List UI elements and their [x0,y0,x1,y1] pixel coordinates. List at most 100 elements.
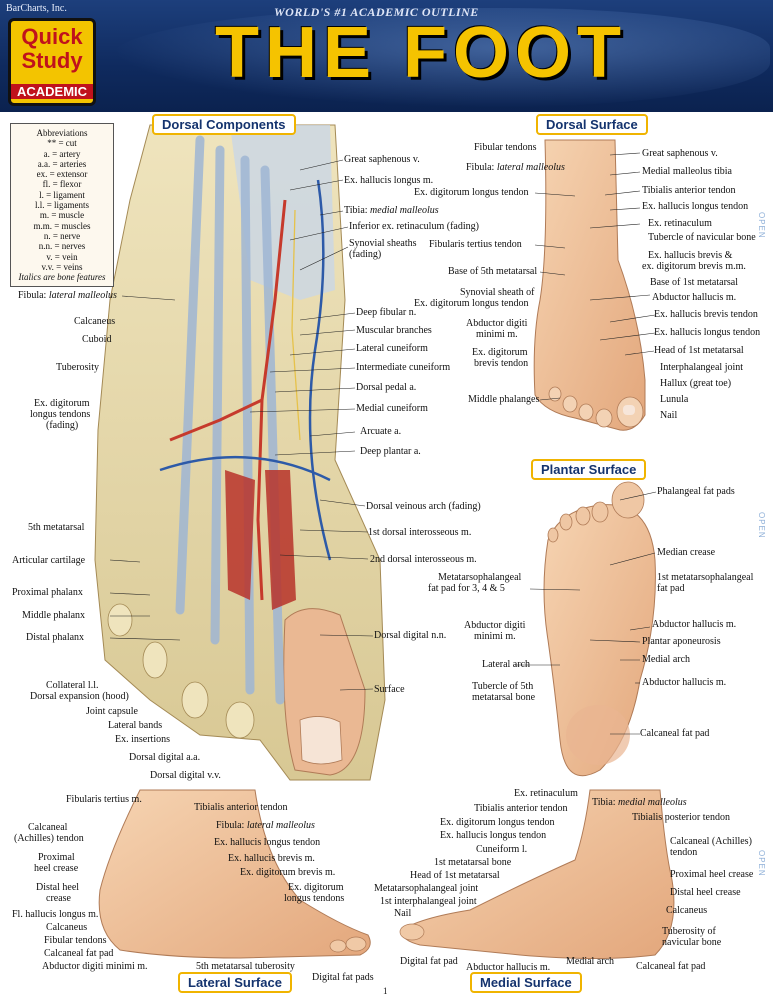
label-abductor-digiti-2: minimi m. [476,329,518,340]
label-synovial-sheath-2: Ex. digitorum longus tendon [414,298,529,309]
label-dorsal-digital-aa: Dorsal digital a.a. [129,752,201,763]
label-collateral-ll: Collateral l.l. [46,680,99,691]
lateral-surface-illustration [98,789,371,959]
label-medial-malleolus-tibia: Medial malleolus tibia [642,166,732,177]
label-lunula: Lunula [660,394,689,405]
dorsal-components-illustration [94,124,386,781]
label-fibula-lateral-malleolus: Fibula: lateral malleolus [466,162,565,173]
label-tuberosity: Tuberosity [56,362,99,373]
medial-surface-illustration [399,789,675,959]
label-mtp-fat-pad-1: Metatarsophalangeal [438,572,522,583]
label-first-mtp-1: 1st metatarsophalangeal [657,572,754,583]
label-arcuate: Arcuate a. [360,426,402,437]
label-fibular-tendons: Fibular tendons [474,142,537,153]
abbreviation-item: m. = muscle [39,210,85,221]
abbreviations-title: Abbreviations [36,128,88,138]
label-nail: Nail [660,410,678,421]
abbreviation-item: a.a. = arteries [37,158,87,169]
label-joint-capsule: Joint capsule [86,706,138,717]
label-first-mtp-2: fat pad [657,583,685,594]
label-distal-phalanx: Distal phalanx [26,632,85,643]
label-tuberosity-nav-1: Tuberosity of [662,926,716,937]
logo-subtext: ACADEMIC [11,84,93,99]
label-ex-hallucis-brevis-tendon: Ex. hallucis brevis tendon [654,309,758,320]
label-ex-retinaculum: Ex. retinaculum [648,218,712,229]
label-tubercle-5th-1: Tubercle of 5th [472,681,534,692]
dorsal-surface-illustration [533,139,646,431]
label-bone-feature: lateral malleolus [246,820,315,831]
panel-title-dorsal-surface: Dorsal Surface [536,114,648,135]
label-dorsal-digital-vv: Dorsal digital v.v. [150,770,221,781]
label-prefix: Fibula: [466,162,497,173]
label-calcaneus: Calcaneus [46,922,88,933]
label-prefix: Fibula: [216,820,247,831]
label-mtp-fat-pad-2: fat pad for 3, 4 & 5 [428,583,505,594]
label-lateral-arch: Lateral arch [482,659,531,670]
label-interphalangeal: Interphalangeal joint [660,362,744,373]
label-abductor-hallucis-2: Abductor hallucis m. [642,677,727,688]
abbreviation-item: n. = nerve [43,230,81,241]
side-tab-open: OPEN [757,212,766,239]
abbreviation-item: fl. = flexor [42,179,82,190]
label-phalangeal-fat-pads: Phalangeal fat pads [657,486,735,497]
abbreviation-item: ex. = extensor [36,169,88,180]
label-ex-digitorum-longus-2: longus tendons [30,409,91,420]
label-lateral-cuneiform: Lateral cuneiform [356,343,428,354]
label-ex-digitorum-brevis-1: Ex. digitorum [472,347,528,358]
label-calcaneal-fat-pad: Calcaneal fat pad [44,948,114,959]
side-tab-open: OPEN [757,512,766,539]
label-mtp-joint: Metatarsophalangeal joint [374,883,479,894]
panel-title-dorsal-components: Dorsal Components [152,114,296,135]
abbreviation-item: v.v. = veins [41,261,83,272]
label-ex-digitorum-longus-2: longus tendons [284,893,345,904]
label-bone-feature: lateral malleolus [496,162,565,173]
label-great-saphenous: Great saphenous v. [642,148,718,159]
foot-x-ray-background [110,8,770,108]
label-muscular-branches: Muscular branches [356,325,432,336]
label-fibularis-tertius: Fibularis tertius tendon [429,239,522,250]
header-banner [0,0,773,112]
label-great-saphenous: Great saphenous v. [344,154,420,165]
label-nail: Nail [394,908,412,919]
label-ex-hallucis-longus-tendon: Ex. hallucis longus tendon [642,201,749,212]
panel-title-plantar-surface: Plantar Surface [531,459,647,480]
label-calcaneus: Calcaneus [74,316,116,327]
label-ex-hallucis-longus-tendon: Ex. hallucis longus tendon [214,837,321,848]
label-tibia-medial-malleolus: Tibia: medial malleolus [592,797,687,808]
label-calcaneal-2: tendon [670,847,698,858]
label-hallux: Hallux (great toe) [660,378,732,389]
label-abductor-digiti-2: minimi m. [474,631,516,642]
quick-study-logo: Quick Study ACADEMIC [8,18,96,106]
page-title: THE FOOT [215,13,627,93]
abbreviations-note: Italics are bone features [18,272,106,283]
abbreviations-box: Abbreviations ** = cut a. = artery a.a. … [10,123,114,288]
page-number: 1 [383,986,388,996]
label-ex-insertions: Ex. insertions [115,734,170,745]
label-calcaneal-fat-pad: Calcaneal fat pad [636,961,706,972]
label-abductor-digiti-1: Abductor digiti [466,318,528,329]
label-head-1st: Head of 1st metatarsal [654,345,744,356]
label-calcaneal-2: (Achilles) tendon [14,833,84,844]
label-fifth-metatarsal-tuberosity: 5th metatarsal tuberosity [196,961,295,972]
label-lateral-bands: Lateral bands [108,720,163,731]
label-tibialis-anterior-tendon: Tibialis anterior tendon [194,802,288,813]
abbreviation-item: v. = vein [46,251,78,262]
label-median-crease: Median crease [657,547,716,558]
abbreviation-item: a. = artery [43,148,81,159]
label-medial-arch: Medial arch [566,956,615,967]
panel-title-medial-surface: Medial Surface [470,972,582,993]
label-digital-fat-pad: Digital fat pad [400,956,458,967]
label-deep-fibular: Deep fibular n. [356,307,417,318]
label-base-5th: Base of 5th metatarsal [448,266,538,277]
label-fibula-lateral-malleolus: Fibula: lateral malleolus [18,290,117,301]
label-ex-hallucis-longus-tendon-2: Ex. hallucis longus tendon [654,327,761,338]
abbreviation-item: l.l. = ligaments [34,200,90,211]
label-prefix: Tibia: [592,797,619,808]
label-ex-digitorum-longus-1: Ex. digitorum [288,882,344,893]
label-ex-hallucis-brevis-1: Ex. hallucis brevis & [648,250,733,261]
label-proximal-heel-2: heel crease [34,863,79,874]
label-first-ip-joint: 1st interphalangeal joint [380,896,477,907]
label-middle-phalanges: Middle phalanges [468,394,540,405]
label-tubercle-navicular: Tubercle of navicular bone [648,232,756,243]
label-ex-digitorum-brevis: Ex. digitorum brevis m. [240,867,336,878]
